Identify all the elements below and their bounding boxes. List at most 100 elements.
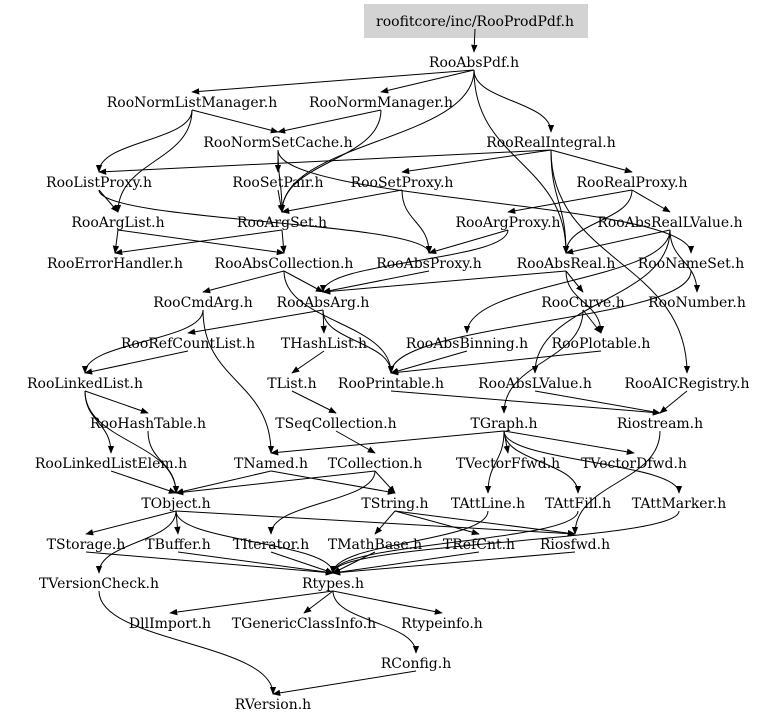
edge-rooabspdf-to-roonormmanager bbox=[380, 69, 475, 94]
node-tversioncheck: TVersionCheck.h bbox=[39, 576, 159, 592]
edge-roonormlistmanager-to-rooarglist bbox=[114, 109, 193, 213]
node-roorealproxy: RooRealProxy.h bbox=[576, 175, 687, 191]
edge-rooabsreallvalue-to-roonumber bbox=[669, 229, 701, 293]
edge-rooarglist-to-rooerrorhandler bbox=[112, 229, 120, 254]
edge-roorealintegral-to-roorealproxy bbox=[550, 149, 633, 174]
node-roonameset: RooNameSet.h bbox=[638, 256, 745, 272]
edge-titerator-to-rtypes bbox=[270, 551, 334, 574]
edge-roohashtable-to-tobject bbox=[147, 430, 180, 494]
edges-layer bbox=[81, 28, 701, 697]
edge-rooabscollection-to-roocmdarg bbox=[202, 270, 285, 294]
edge-roonameset-to-rooprintable bbox=[387, 270, 692, 374]
node-rooabsproxy: RooAbsProxy.h bbox=[376, 256, 482, 272]
edge-rtypes-to-tgenericclassinfo bbox=[303, 590, 334, 614]
edge-roonormsetcache-to-rooargset bbox=[277, 149, 286, 213]
edge-rooplotable-to-rooprintable bbox=[390, 350, 602, 376]
edge-rtypes-to-rconfig bbox=[332, 590, 420, 654]
edge-tgraph-to-tattline bbox=[484, 430, 505, 494]
edge-rooabsreallvalue-to-rooabsbinning bbox=[463, 229, 671, 334]
edge-rooargset-to-rooabscollection bbox=[280, 229, 287, 254]
node-rooargset: RooArgSet.h bbox=[237, 215, 327, 231]
node-tstring: TString.h bbox=[361, 496, 428, 512]
root-node-box bbox=[364, 4, 588, 38]
node-rooabsbinning: RooAbsBinning.h bbox=[406, 336, 528, 352]
edge-roolinkedlist-to-roohashtable bbox=[84, 390, 149, 414]
edge-rooabsproxy-to-rooabsarg bbox=[322, 270, 430, 294]
node-tobject: TObject.h bbox=[141, 496, 210, 512]
edge-tobject-to-tversioncheck bbox=[95, 510, 177, 574]
edge-roocurve-to-rooplotable bbox=[582, 309, 602, 334]
node-tlist: TList.h bbox=[267, 376, 316, 392]
node-tnamed: TNamed.h bbox=[234, 456, 308, 472]
node-rooabspdf: RooAbsPdf.h bbox=[429, 55, 519, 71]
edge-tobject-to-riosfwd bbox=[175, 510, 576, 537]
edge-roolistproxy-to-rooarglist bbox=[98, 189, 119, 213]
edge-tlist-to-tseqcollection bbox=[291, 390, 337, 414]
node-rtypes: Rtypes.h bbox=[302, 576, 364, 592]
edge-tcollection-to-tobject bbox=[175, 470, 376, 496]
node-rooargproxy: RooArgProxy.h bbox=[455, 215, 560, 231]
edge-rooabspdf-to-roorealintegral bbox=[473, 69, 555, 133]
edge-rooabsarg-to-rooprintable bbox=[322, 309, 395, 374]
edge-tstorage-to-rtypes bbox=[85, 551, 334, 576]
node-rooprintable: RooPrintable.h bbox=[338, 376, 444, 392]
edge-rooprintable-to-riostream bbox=[390, 390, 661, 416]
edge-tcollection-to-titerator bbox=[267, 470, 376, 535]
edge-thashlist-to-tlist bbox=[291, 350, 325, 374]
edge-rooabspdf-to-roonormlistmanager bbox=[191, 69, 475, 95]
node-tgraph: TGraph.h bbox=[470, 416, 537, 432]
edge-riostream-to-riosfwd bbox=[571, 430, 661, 535]
node-rooerrorhandler: RooErrorHandler.h bbox=[47, 256, 183, 272]
node-roosetpair: RooSetPair.h bbox=[232, 175, 323, 191]
edge-tstring-to-riosfwd bbox=[394, 510, 576, 537]
edge-tattline-to-rtypes bbox=[329, 510, 489, 574]
edge-tstring-to-trefcnt bbox=[394, 510, 480, 536]
node-roolinkedlistelem: RooLinkedListElem.h bbox=[35, 456, 187, 472]
node-rooabsarg: RooAbsArg.h bbox=[277, 295, 370, 311]
node-tbuffer: TBuffer.h bbox=[145, 537, 211, 553]
edge-tnamed-to-tobject bbox=[175, 470, 272, 495]
edge-roolinkedlist-to-tobject bbox=[84, 390, 180, 494]
node-tmathbase: TMathBase.h bbox=[328, 537, 422, 553]
edge-rooabsarg-to-roorefcountlist bbox=[187, 309, 324, 335]
node-tcollection: TCollection.h bbox=[328, 456, 423, 472]
edge-rooabspdf-to-rooabsreal bbox=[473, 69, 570, 254]
edge-tversioncheck-to-rversion bbox=[98, 590, 277, 695]
node-rooabslvalue: RooAbsLValue.h bbox=[478, 376, 592, 392]
node-dllimport: DllImport.h bbox=[129, 616, 211, 632]
edge-tgraph-to-tvectordfwd bbox=[503, 430, 635, 455]
edge-rooabslvalue-to-riostream bbox=[534, 390, 661, 415]
node-rconfig: RConfig.h bbox=[381, 656, 451, 672]
edge-tgraph-to-tattfill bbox=[503, 430, 582, 494]
node-tvectorffwd: TVectorFfwd.h bbox=[456, 456, 560, 472]
edge-roorefcountlist-to-roolinkedlist bbox=[84, 350, 189, 375]
node-roonumber: RooNumber.h bbox=[648, 295, 746, 311]
edge-rooabscollection-to-rooabsarg bbox=[283, 270, 324, 293]
node-riostream: Riostream.h bbox=[617, 416, 703, 432]
node-tattfill: TAttFill.h bbox=[545, 496, 611, 512]
edge-roorealintegral-to-rooaicregistry bbox=[550, 149, 691, 374]
node-rooplotable: RooPlotable.h bbox=[552, 336, 651, 352]
node-tstorage: TStorage.h bbox=[47, 537, 126, 553]
node-titerator: TIterator.h bbox=[233, 537, 310, 553]
edge-roorealproxy-to-rooabsreallvalue bbox=[631, 189, 671, 213]
edge-tcollection-to-tstring bbox=[374, 470, 396, 494]
node-tvectordfwd: TVectorDfwd.h bbox=[581, 456, 687, 472]
node-tgenericclassinfo: TGenericClassInfo.h bbox=[232, 616, 376, 632]
node-roohashtable: RooHashTable.h bbox=[90, 416, 206, 432]
edge-rooargproxy-to-rooabsproxy bbox=[428, 229, 509, 255]
edge-riosfwd-to-rtypes bbox=[332, 551, 576, 576]
edge-roorealproxy-to-rooabsreal bbox=[562, 189, 633, 254]
edge-roolinkedlistelem-to-tobject bbox=[110, 470, 177, 494]
node-roolinkedlist: RooLinkedList.h bbox=[27, 376, 143, 392]
node-tattline: TAttLine.h bbox=[451, 496, 525, 512]
edge-roocurve-to-tgraph bbox=[500, 309, 584, 414]
edge-roorealintegral-to-roosetproxy bbox=[401, 149, 552, 175]
edge-roocmdarg-to-roolinkedlist bbox=[81, 309, 204, 374]
edge-tgraph-to-tnamed bbox=[270, 430, 505, 456]
edge-rooargset-to-rooerrorhandler bbox=[114, 229, 283, 256]
edge-roosetproxy-to-rooargset bbox=[281, 189, 403, 214]
edge-root-to-rooabspdf bbox=[471, 28, 478, 53]
node-rooabscollection: RooAbsCollection.h bbox=[215, 256, 354, 272]
